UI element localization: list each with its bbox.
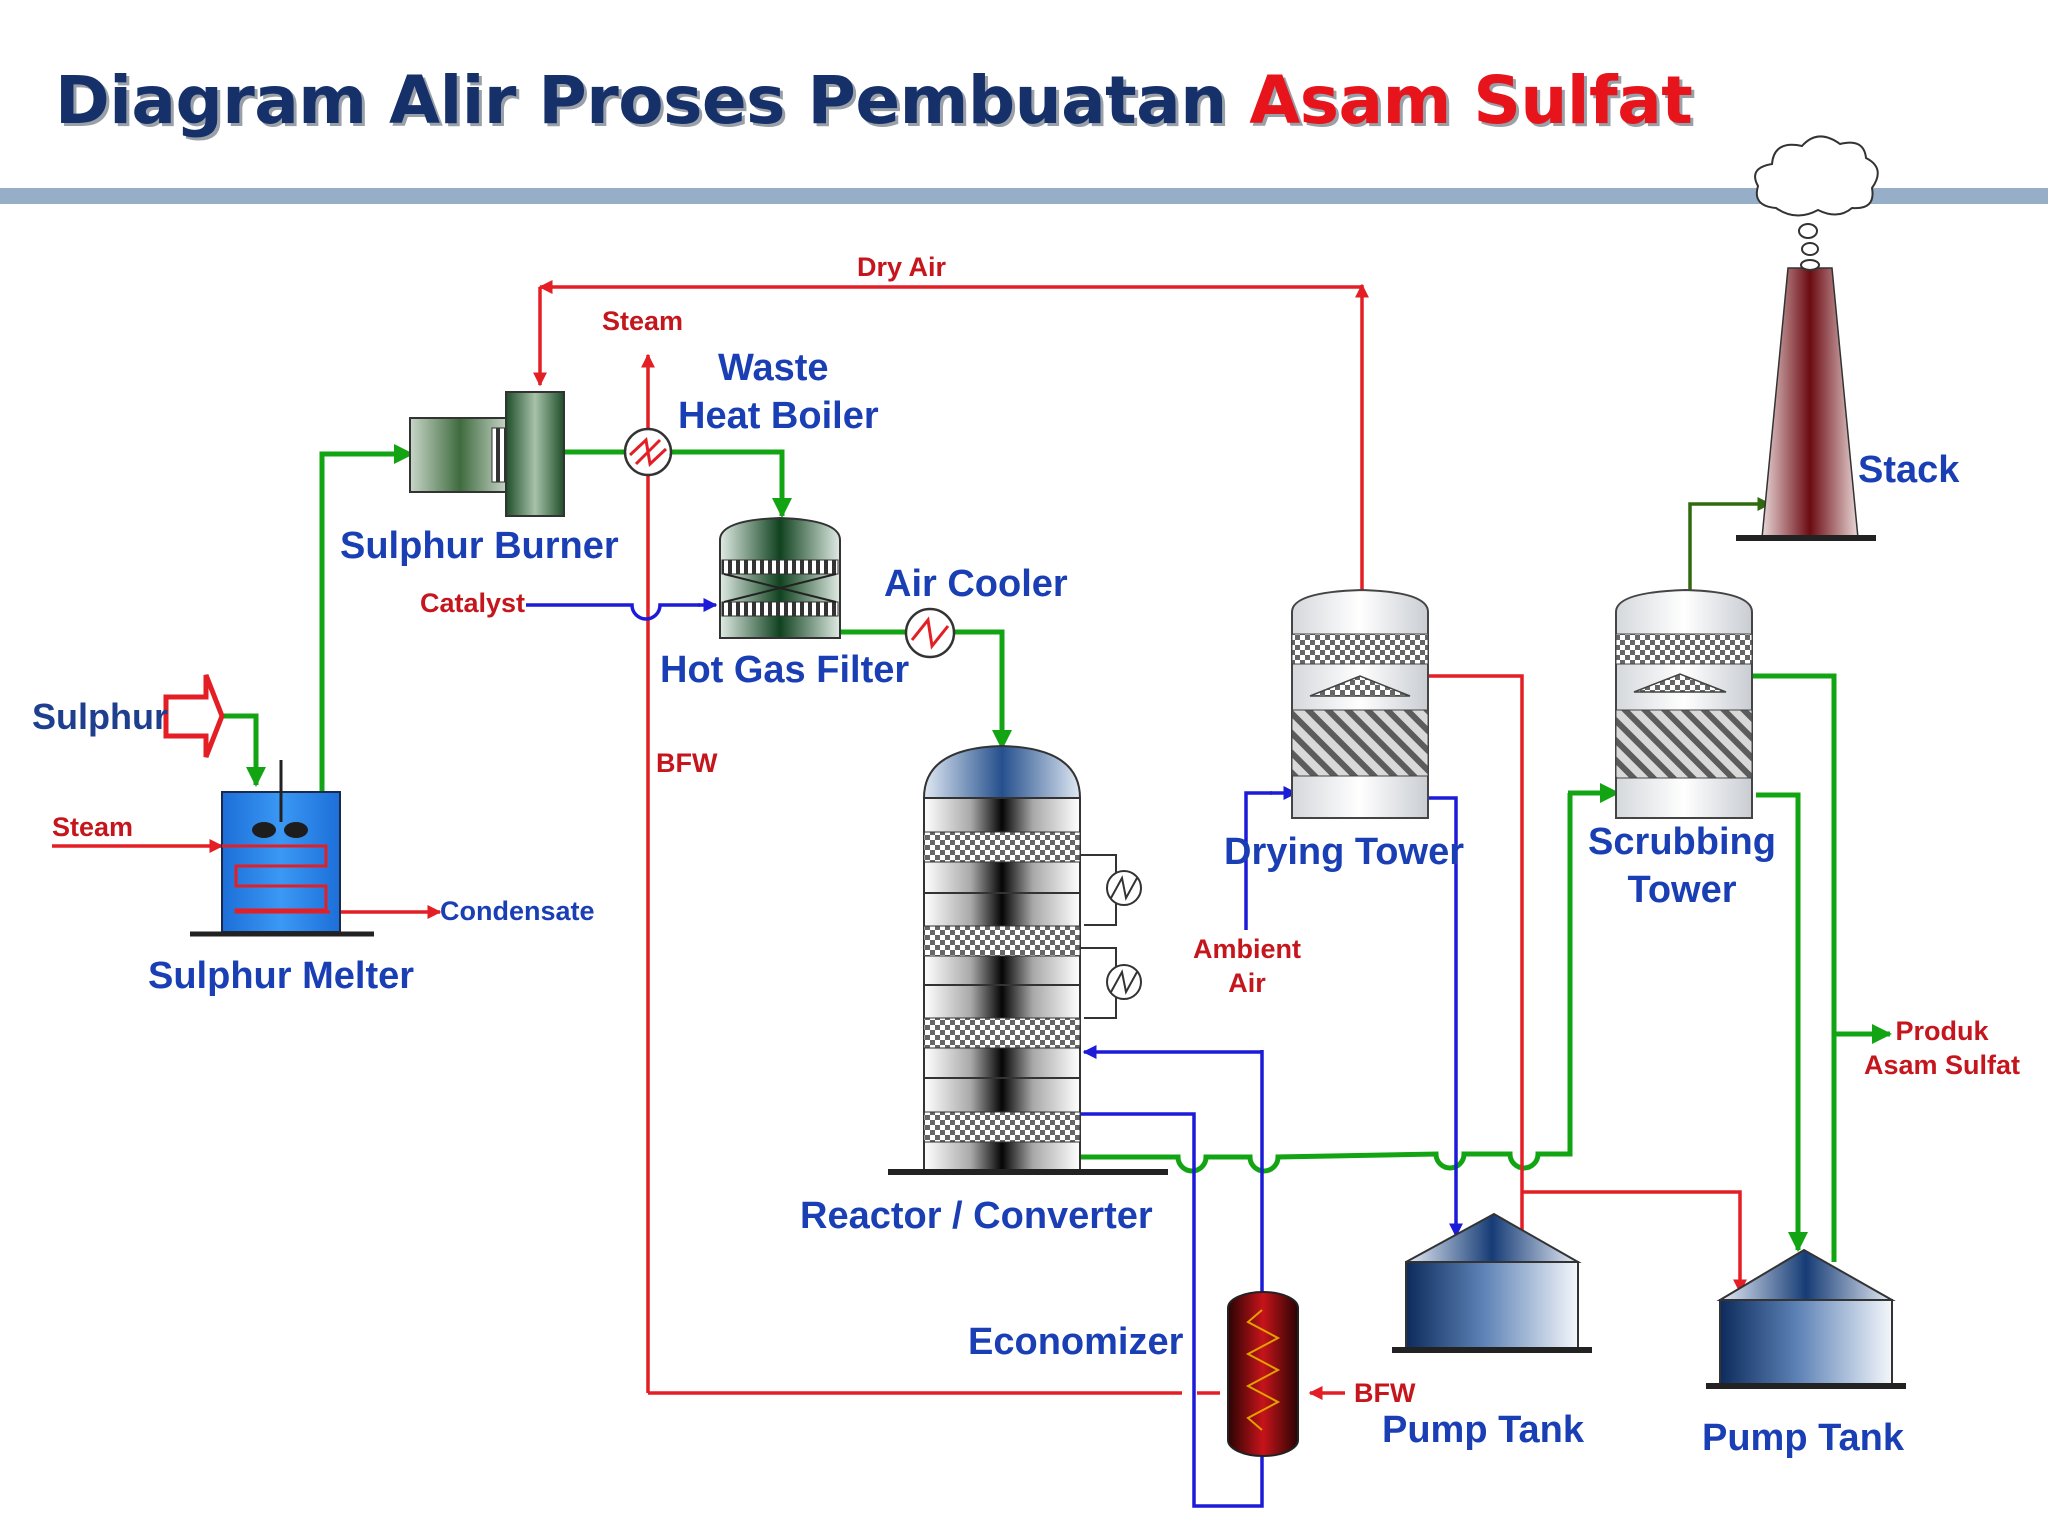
title-main: Diagram Alir Proses Pembuatan [55, 62, 1227, 139]
reactor-gas-outlet [1080, 793, 1573, 1174]
label-steam-top: Steam [602, 306, 683, 336]
label-pump-tank-2: Pump Tank [1702, 1417, 1905, 1459]
label-pump-tank-1: Pump Tank [1382, 1409, 1585, 1451]
label-scrubbing: Scrubbing [1588, 821, 1776, 863]
air-cooler-icon [904, 607, 956, 659]
sulphur-feed-line [222, 713, 266, 787]
hot-gas-filter [719, 516, 841, 639]
sulphur-burner [409, 391, 565, 517]
smoke-cloud-icon [1754, 135, 1879, 217]
label-bfw-vertical: BFW [656, 748, 718, 778]
catalyst-line [526, 603, 700, 621]
label-hot-gas-filter: Hot Gas Filter [660, 649, 909, 691]
label-sulphur-burner: Sulphur Burner [340, 525, 619, 567]
title-accent: Asam Sulfat [1249, 62, 1693, 139]
drying-tower [1291, 588, 1429, 819]
scrubber-to-stack [1688, 497, 1772, 590]
sulphur-melter [190, 760, 374, 937]
label-drying-tower: Drying Tower [1224, 831, 1464, 873]
label-air: Air [1228, 968, 1266, 998]
label-air-cooler: Air Cooler [884, 563, 1068, 605]
reactor-converter [888, 744, 1168, 1175]
acid-return-to-drying [1392, 674, 1524, 1250]
label-stack: Stack [1858, 449, 1960, 491]
cooler-to-reactor [954, 629, 1012, 750]
boiler-to-filter [662, 449, 792, 518]
label-condensate: Condensate [440, 896, 595, 926]
label-tower: Tower [1627, 869, 1736, 911]
scrubber-drain [1756, 792, 1808, 1252]
scrubbing-tower [1615, 588, 1753, 819]
sulphur-inlet-arrow-icon [163, 674, 225, 758]
label-dry-air: Dry Air [857, 252, 947, 282]
streams [52, 280, 1892, 1508]
stack [1736, 135, 1879, 541]
page-title: Diagram Alir Proses Pembuatan Asam Sulfa… [55, 62, 1693, 139]
economizer [1227, 1291, 1299, 1457]
waste-heat-boiler-icon [623, 427, 673, 477]
label-reactor-converter: Reactor / Converter [800, 1195, 1153, 1237]
label-sulphur: Sulphur [32, 696, 168, 737]
pump-tank-2 [1706, 1248, 1906, 1389]
melter-to-burner [319, 444, 414, 792]
title-divider [0, 188, 2048, 204]
acid-to-pump-tank-2 [1522, 1190, 1747, 1294]
label-steam-left: Steam [52, 812, 133, 842]
label-catalyst: Catalyst [420, 588, 525, 618]
label-produk: Produk [1895, 1016, 1989, 1046]
ambient-air-line [1244, 791, 1272, 930]
label-waste: Waste [718, 347, 829, 389]
drying-tower-drain [1428, 796, 1463, 1238]
label-asam-sulfat: Asam Sulfat [1864, 1050, 2020, 1080]
pump-tank-1 [1392, 1212, 1592, 1353]
label-ambient: Ambient [1193, 934, 1301, 964]
label-heat-boiler: Heat Boiler [678, 395, 879, 437]
labels: Dry Air Steam Waste Heat Boiler Sulphur … [32, 252, 2020, 1459]
label-sulphur-melter: Sulphur Melter [148, 955, 414, 997]
label-bfw-economizer: BFW [1354, 1378, 1416, 1408]
label-economizer: Economizer [968, 1321, 1184, 1363]
